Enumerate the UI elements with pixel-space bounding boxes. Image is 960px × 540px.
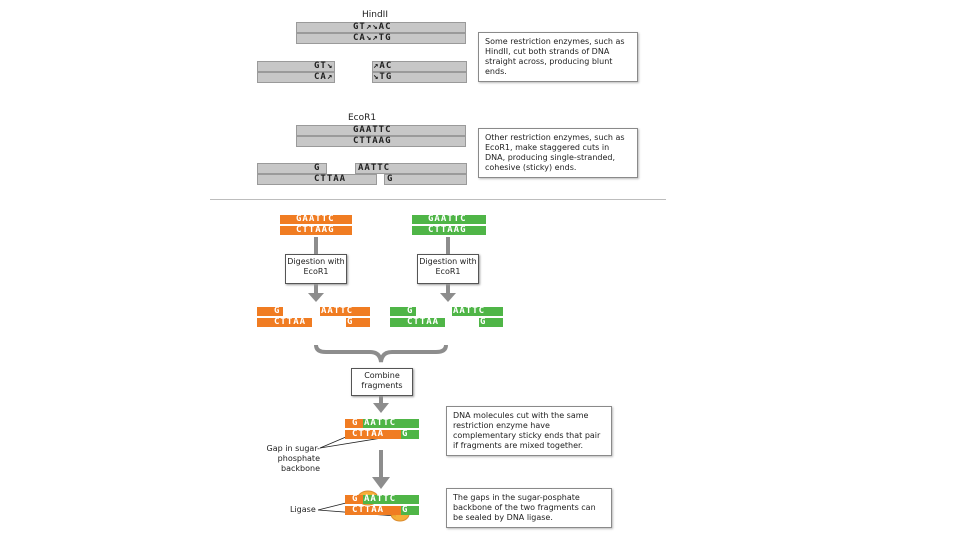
ecori-right-bottom-seq: G — [387, 174, 394, 184]
joined-top-green-seq: AATTC — [364, 418, 397, 428]
orange-frag-a-bottom-seq: CTTAA — [274, 317, 307, 327]
joined-bottom-green-seq: G — [402, 429, 409, 439]
ligated-bottom-orange: CTTAA — [345, 506, 401, 515]
ecori-left-top-strand: G — [257, 163, 327, 174]
ecori-right-bottom-strand: G — [384, 174, 467, 185]
ecori-title: EcoR1 — [348, 113, 377, 123]
orange-frag-b-bottom-seq: G — [347, 317, 354, 327]
hindiii-right-bottom-seq: ↘TG — [373, 72, 393, 82]
joined-top-orange: G — [345, 419, 363, 428]
green-dna-top-strand: GAATTC — [412, 215, 486, 224]
hindiii-full-bottom-seq: CA↘↗TG — [353, 33, 392, 43]
ligase-note: The gaps in the sugar-posphate backbone … — [446, 488, 612, 528]
green-dna-bottom-seq: CTTAAG — [428, 225, 467, 235]
arrow-right-bottom-shaft — [446, 281, 450, 295]
ecori-left-bottom-strand: CTTAA — [257, 174, 377, 185]
arrow-left-head — [308, 293, 324, 302]
ligated-top-orange: G — [345, 495, 363, 504]
combine-fragments-box: Combine fragments — [351, 368, 413, 396]
ligated-top-green: AATTC — [363, 495, 419, 504]
green-dna-bottom-strand: CTTAAG — [412, 226, 486, 235]
joined-top-green: AATTC — [363, 419, 419, 428]
green-frag-a-top: G — [390, 307, 416, 316]
arrow-left-top-shaft — [314, 237, 318, 254]
hindiii-full-top-strand: GT↗↘AC — [296, 22, 466, 33]
joined-bottom-orange-seq: CTTAA — [352, 429, 385, 439]
green-frag-b-top-seq: AATTC — [453, 306, 486, 316]
orange-frag-a-top: G — [257, 307, 283, 316]
arrow-ligase-shaft — [379, 450, 383, 478]
section-divider — [210, 199, 666, 200]
arrow-ligase-head — [372, 477, 390, 489]
ecori-left-top-seq: G — [314, 163, 321, 173]
hindiii-right-top-seq: ↗AC — [373, 61, 393, 71]
joined-top-orange-seq: G — [352, 418, 359, 428]
orange-dna-top-seq: GAATTC — [296, 214, 335, 224]
green-frag-a-bottom: CTTAA — [390, 318, 445, 327]
orange-frag-a-top-seq: G — [274, 306, 281, 316]
hindiii-left-bottom-seq: CA↗ — [314, 72, 334, 82]
joined-bottom-green: G — [401, 430, 419, 439]
green-frag-b-bottom-seq: G — [480, 317, 487, 327]
hindiii-left-top-strand: GT↘ — [257, 61, 335, 72]
hindiii-left-top-seq: GT↘ — [314, 61, 334, 71]
ligated-bottom-orange-seq: CTTAA — [352, 505, 385, 515]
ecori-full-top-seq: GAATTC — [353, 125, 392, 135]
orange-frag-b-top: AATTC — [320, 307, 370, 316]
arrow-combine-shaft — [379, 394, 383, 404]
green-frag-b-bottom: G — [479, 318, 503, 327]
hindiii-note: Some restriction enzymes, such as HindII… — [478, 32, 638, 82]
combine-brace — [314, 344, 448, 363]
arrow-combine-head — [373, 403, 389, 413]
ligase-label: Ligase — [290, 505, 316, 514]
hindiii-full-top-seq: GT↗↘AC — [353, 22, 392, 32]
arrow-left-bottom-shaft — [314, 281, 318, 295]
orange-dna-top-strand: GAATTC — [280, 215, 352, 224]
sticky-ends-note: DNA molecules cut with the same restrict… — [446, 406, 612, 456]
orange-frag-a-bottom: CTTAA — [257, 318, 312, 327]
ecori-full-bottom-strand: CTTAAG — [296, 136, 466, 147]
ecori-full-bottom-seq: CTTAAG — [353, 136, 392, 146]
hindiii-left-bottom-strand: CA↗ — [257, 72, 335, 83]
ecori-left-bottom-seq: CTTAA — [314, 174, 347, 184]
ligated-bottom-green: G — [401, 506, 419, 515]
hindiii-right-bottom-strand: ↘TG — [372, 72, 467, 83]
ligated-bottom-green-seq: G — [402, 505, 409, 515]
gap-label: Gap in sugar-phosphate backbone — [266, 444, 320, 473]
green-frag-a-bottom-seq: CTTAA — [407, 317, 440, 327]
hindiii-full-bottom-strand: CA↘↗TG — [296, 33, 466, 44]
green-frag-b-top: AATTC — [452, 307, 503, 316]
digestion-left-box: Digestion with EcoR1 — [285, 254, 347, 284]
green-dna-top-seq: GAATTC — [428, 214, 467, 224]
ecori-right-top-strand: AATTC — [355, 163, 467, 174]
orange-dna-bottom-seq: CTTAAG — [296, 225, 335, 235]
ligated-top-green-seq: AATTC — [364, 494, 397, 504]
orange-frag-b-bottom: G — [346, 318, 370, 327]
orange-frag-b-top-seq: AATTC — [321, 306, 354, 316]
arrow-right-head — [440, 293, 456, 302]
hindiii-title: HindII — [362, 10, 388, 20]
joined-bottom-orange: CTTAA — [345, 430, 401, 439]
ecori-right-top-seq: AATTC — [358, 163, 391, 173]
ecori-note: Other restriction enzymes, such as EcoR1… — [478, 128, 638, 178]
hindiii-right-top-strand: ↗AC — [372, 61, 467, 72]
ecori-full-top-strand: GAATTC — [296, 125, 466, 136]
green-frag-a-top-seq: G — [407, 306, 414, 316]
arrow-right-top-shaft — [446, 237, 450, 254]
orange-dna-bottom-strand: CTTAAG — [280, 226, 352, 235]
ligated-top-orange-seq: G — [352, 494, 359, 504]
digestion-right-box: Digestion with EcoR1 — [417, 254, 479, 284]
